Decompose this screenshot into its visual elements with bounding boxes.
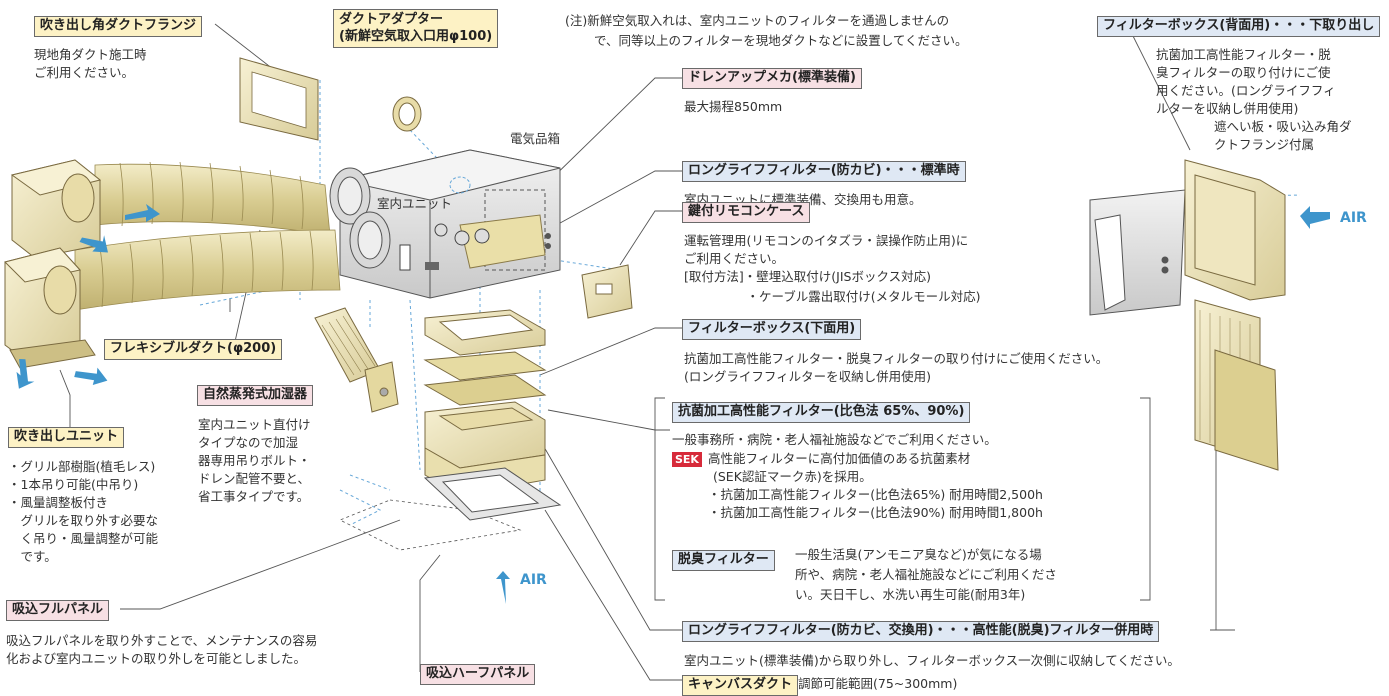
label-antibacterial-filter: 抗菌加工高性能フィルター(比色法 65%、90%): [672, 402, 971, 423]
label-filter-box-bottom: フィルターボックス(下面用): [682, 319, 862, 340]
filter-box-back-desc-2: 臭フィルターの取り付けにご使: [1156, 65, 1331, 80]
fresh-air-note-1: (注)新鮮空気取入れは、室内ユニットのフィルターを通過しませんの: [565, 13, 950, 28]
antibacterial-desc2-3: ・抗菌加工高性能フィルター(比色法65%) 耐用時間2,500h: [708, 487, 1043, 502]
label-flexible-duct: フレキシブルダクト(φ200): [104, 339, 283, 360]
outlet-unit-desc-4: グリルを取り外す必要な: [8, 513, 159, 528]
antibacterial-desc2-4: ・抗菌加工高性能フィルター(比色法90%) 耐用時間1,800h: [708, 505, 1043, 520]
antibacterial-desc2-1: 高性能フィルターに高付加価値のある抗菌素材: [708, 451, 971, 466]
label-humidifier: 自然蒸発式加湿器: [197, 385, 314, 406]
label-duct-adapter: ダクトアダプター (新鮮空気取入口用φ100): [333, 9, 499, 48]
remocon-desc-3: [取付方法]・壁埋込取付け(JISボックス対応): [684, 269, 931, 284]
air-label-bottom: AIR: [520, 572, 547, 588]
outlet-unit-desc-5: く吊り・風量調整が可能: [8, 531, 159, 546]
humidifier-desc-5: 省工事タイプです。: [198, 489, 310, 504]
humidifier-desc-3: 器専用吊りボルト・: [198, 453, 311, 468]
antibacterial-desc2-2: (SEK認証マーク赤)を採用。: [713, 469, 872, 484]
air-label-right: AIR: [1340, 210, 1367, 226]
label-half-panel: 吸込ハーフパネル: [420, 664, 536, 685]
label-longlife-replace: ロングライフフィルター(防カビ、交換用)・・・高性能(脱臭)フィルター併用時: [682, 621, 1160, 642]
flange-desc-1: 現地角ダクト施工時: [34, 47, 147, 62]
filter-box-back-desc2-2: クトフランジ付属: [1214, 137, 1315, 152]
deodorize-desc-1: 一般生活臭(アンモニア臭など)が気になる場: [795, 547, 1042, 562]
deodorize-desc-2: 所や、病院・老人福祉施設などにご利用くださ: [795, 567, 1057, 582]
label-deodorize-filter: 脱臭フィルター: [672, 550, 775, 571]
humidifier-desc-1: 室内ユニット直付け: [198, 417, 311, 432]
label-remocon-case: 鍵付リモコンケース: [682, 202, 811, 223]
filter-box-bottom-desc-2: (ロングライフフィルターを収納し併用使用): [684, 369, 932, 384]
label-filter-box-back: フィルターボックス(背面用)・・・下取り出し: [1097, 16, 1381, 37]
outlet-unit-desc-1: ・グリル部樹脂(植毛レス): [8, 459, 156, 474]
full-panel-desc-1: 吸込フルパネルを取り外すことで、メンテナンスの容易: [6, 633, 318, 648]
drain-desc: 最大揚程850mm: [684, 99, 783, 114]
indoor-unit-label: 室内ユニット: [377, 196, 453, 211]
canvas-duct-desc: 調節可能範囲(75~300mm): [798, 676, 958, 691]
filter-box-back-desc-1: 抗菌加工高性能フィルター・脱: [1156, 47, 1331, 62]
flange-desc-2: ご利用ください。: [34, 65, 135, 80]
antibacterial-desc: 一般事務所・病院・老人福祉施設などでご利用ください。: [672, 432, 997, 447]
outlet-unit-desc-2: ・1本吊り可能(中吊り): [8, 477, 139, 492]
sek-badge: SEK: [672, 452, 702, 467]
label-outlet-duct-flange: 吹き出し角ダクトフランジ: [34, 16, 203, 37]
humidifier-desc-2: タイプなので加湿: [198, 435, 299, 450]
outlet-unit-desc-3: ・風量調整板付き: [8, 495, 109, 510]
humidifier-desc-4: ドレン配管不要と、: [198, 471, 311, 486]
electrical-box-label: 電気品箱: [510, 131, 561, 146]
label-outlet-unit: 吹き出しユニット: [8, 427, 125, 448]
longlife-replace-desc: 室内ユニット(標準装備)から取り外し、フィルターボックス一次側に収納してください…: [684, 653, 1180, 668]
label-drain-up: ドレンアップメカ(標準装備): [682, 68, 862, 89]
filter-box-back-desc2-1: 遮へい板・吸い込み角ダ: [1214, 119, 1352, 134]
filter-box-back-desc-4: ルターを収納し併用使用): [1156, 101, 1299, 116]
fresh-air-note-2: で、同等以上のフィルターを現地ダクトなどに設置してください。: [594, 33, 968, 48]
remocon-desc-2: ご利用ください。: [684, 251, 785, 266]
filter-box-bottom-desc-1: 抗菌加工高性能フィルター・脱臭フィルターの取り付けにご使用ください。: [684, 351, 1109, 366]
outlet-unit-desc-6: です。: [8, 549, 57, 564]
deodorize-desc-3: い。天日干し、水洗い再生可能(耐用3年): [795, 587, 1026, 602]
filter-box-back-desc-3: 用ください。(ロングライフフィ: [1156, 83, 1336, 98]
label-canvas-duct: キャンバスダクト: [682, 675, 799, 696]
duct-adapter-line-1: ダクトアダプター: [339, 12, 444, 27]
label-longlife-filter: ロングライフフィルター(防カビ)・・・標準時: [682, 161, 966, 182]
duct-adapter-line-2: (新鮮空気取入口用φ100): [339, 29, 493, 44]
full-panel-desc-2: 化および室内ユニットの取り外しを可能としました。: [6, 651, 307, 666]
remocon-desc-4: ・ケーブル露出取付け(メタルモール対応): [684, 289, 981, 304]
remocon-desc-1: 運転管理用(リモコンのイタズラ・誤操作防止用)に: [684, 233, 969, 248]
label-full-panel: 吸込フルパネル: [6, 600, 110, 621]
